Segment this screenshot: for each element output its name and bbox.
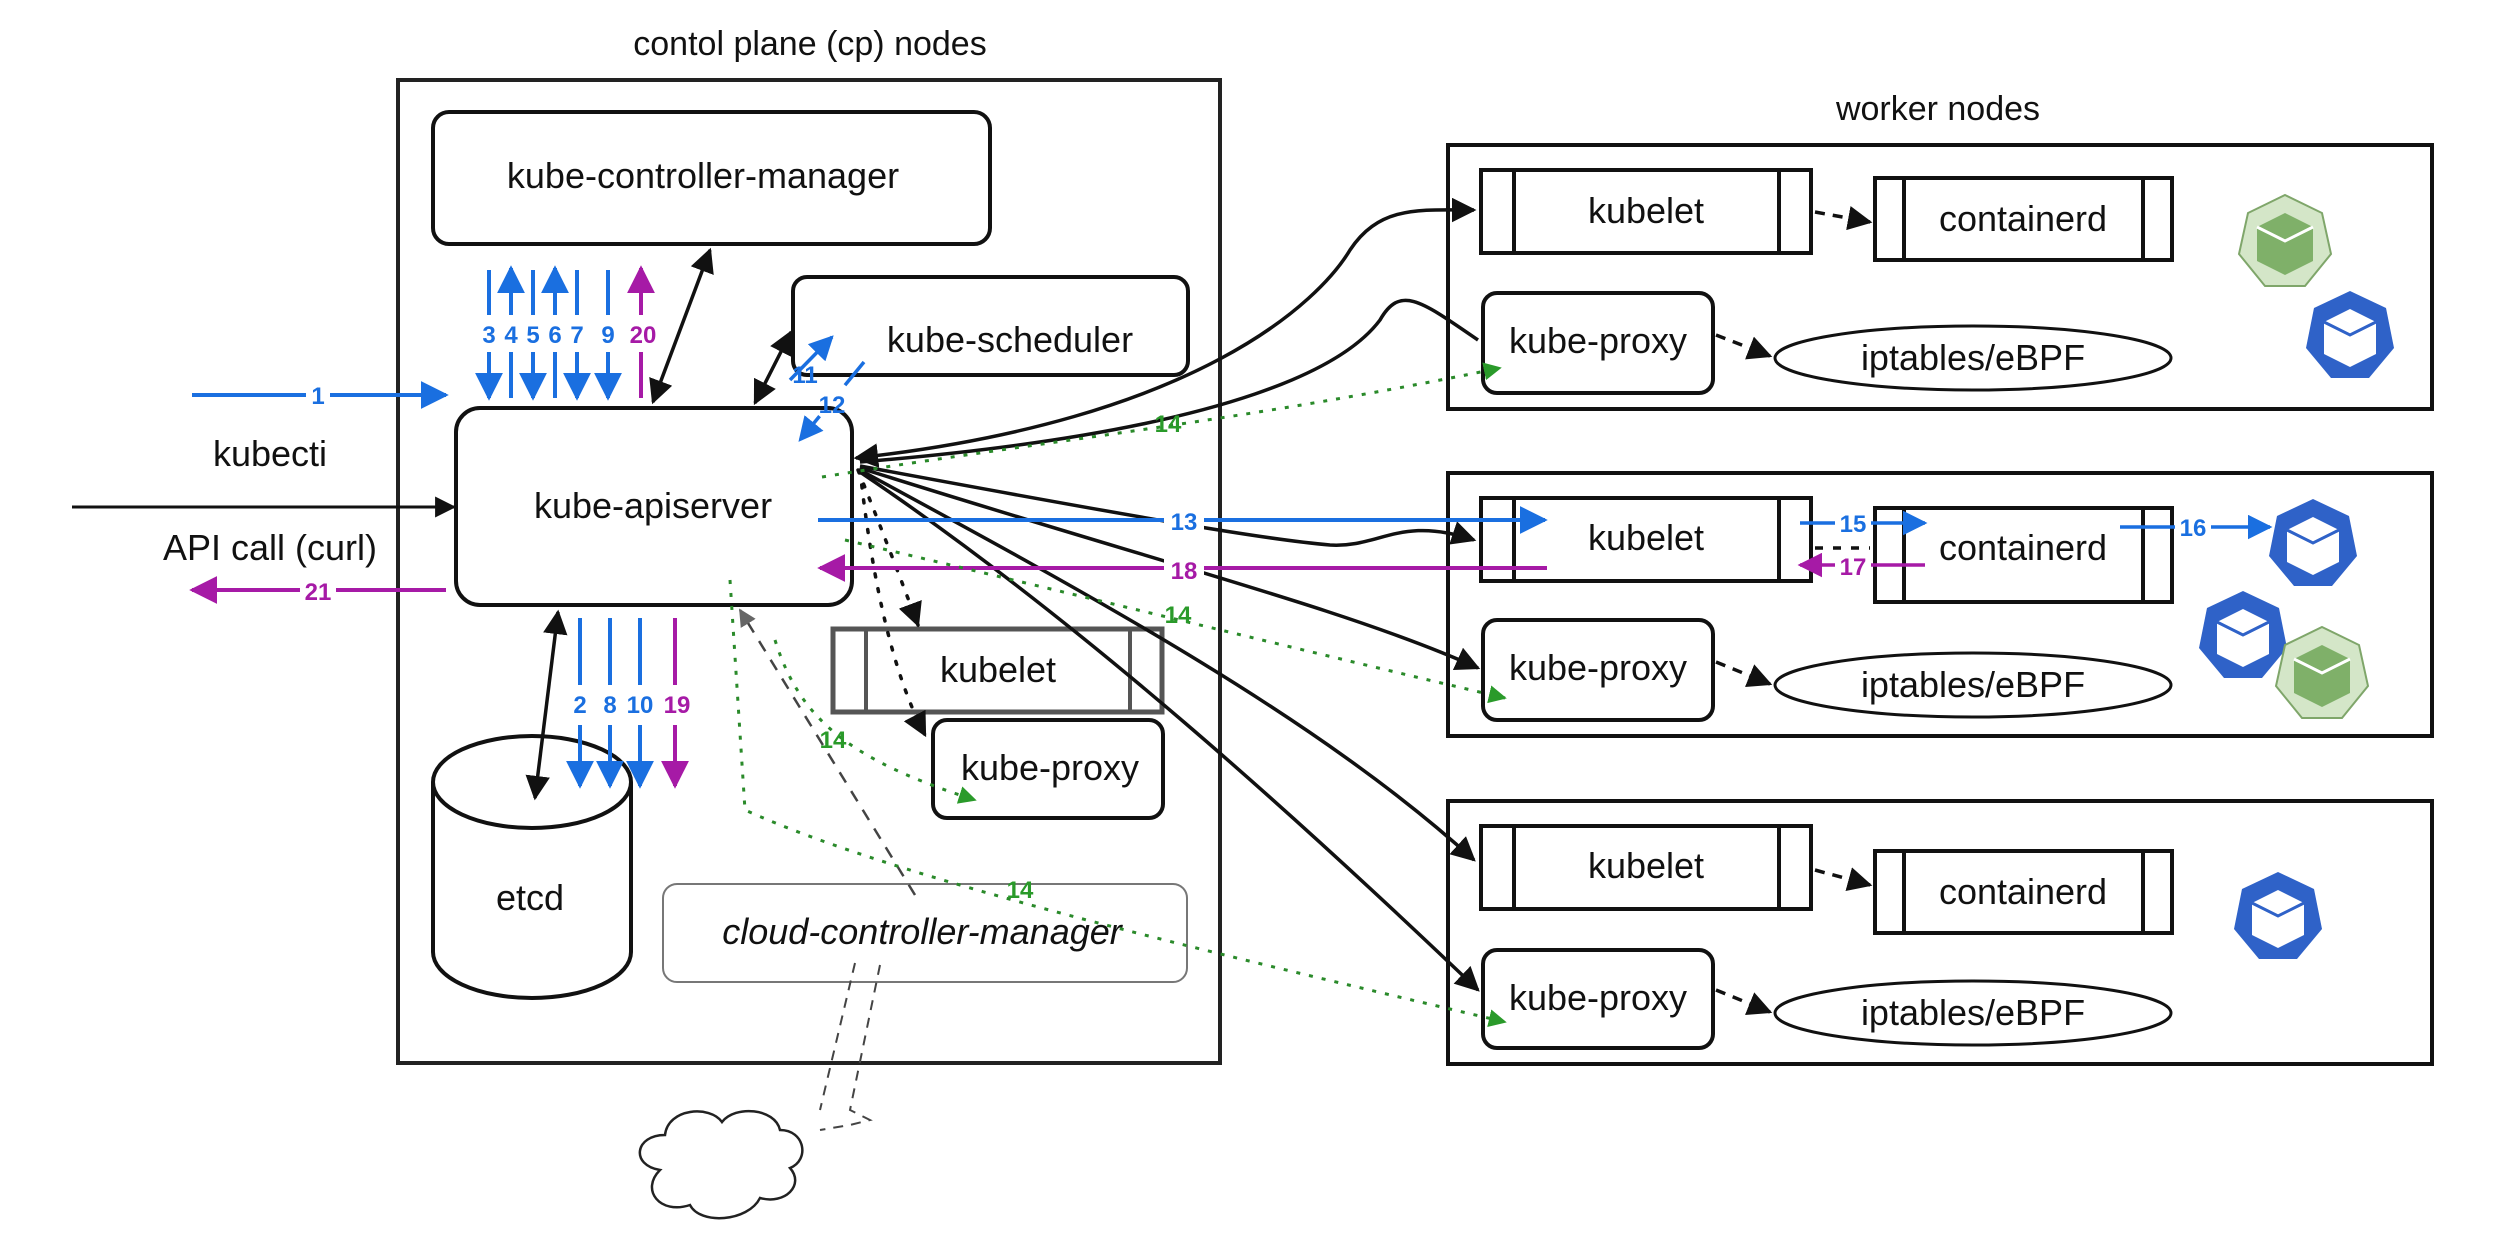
worker-2-proxy-iptables-link [1715,660,1773,688]
worker-1-proxy-iptables-link [1715,333,1773,360]
worker-1-containerd[interactable]: containerd [1873,176,2174,262]
worker-2-iptables-label: iptables/eBPF [1861,664,2085,705]
worker-node-1: kubelet containerd kube-proxy iptables/e… [1446,143,2434,411]
pod-icon-running[interactable] [2306,291,2394,378]
kube-scheduler-label: kube-scheduler [887,319,1133,360]
worker-1-kube-proxy-label: kube-proxy [1509,320,1687,361]
worker-3-containerd-label: containerd [1939,871,2107,912]
worker-1-iptables-label: iptables/eBPF [1861,337,2085,378]
step-14-label: 14 [1165,602,1192,629]
pod-icon-pending[interactable] [2237,193,2333,287]
worker-2-iptables[interactable]: iptables/eBPF [1773,651,2173,719]
cp-kube-proxy-label: kube-proxy [961,747,1139,788]
kubectl-label: kubecti [213,433,327,474]
step-11-arrow [788,335,834,382]
step-20-label: 20 [630,322,657,349]
step-9-label: 9 [601,322,614,349]
worker-3-iptables[interactable]: iptables/eBPF [1773,979,2173,1047]
etcd-database[interactable]: etcd [431,734,633,1000]
worker-1-kubelet[interactable]: kubelet [1479,168,1813,255]
control-plane-title: contol plane (cp) nodes [633,25,986,63]
kcm-apiserver-link [649,247,714,405]
api-call-label: API call (curl) [163,527,377,568]
step-1-label: 1 [311,383,324,410]
worker-3-kubelet-label: kubelet [1588,845,1704,886]
apiserver-worker-links [853,197,1481,992]
step-13-label: 13 [1171,509,1198,536]
kube-scheduler[interactable]: kube-scheduler [791,275,1190,377]
worker-1-kubelet-label: kubelet [1588,190,1704,231]
worker-3-iptables-label: iptables/eBPF [1861,992,2085,1033]
step-12-label: 12 [819,392,846,419]
step-7-label: 7 [570,322,583,349]
step-12-arrow [798,360,866,442]
worker-node-3: kubelet containerd kube-proxy iptables/e… [1446,799,2434,1066]
step-21-label: 21 [305,579,332,606]
step-14-label: 14 [1155,411,1182,438]
worker-1-containerd-label: containerd [1939,198,2107,239]
pod-icon-running[interactable] [2199,591,2287,678]
worker-1-kubelet-containerd-link [1814,206,1873,231]
worker-3-containerd[interactable]: containerd [1873,849,2174,935]
worker-2-kube-proxy-label: kube-proxy [1509,647,1687,688]
pod-icon-running[interactable] [2269,499,2357,586]
kube-controller-manager-label: kube-controller-manager [507,155,899,196]
ccm-apiserver-link [738,608,917,896]
step-16-label: 16 [2180,515,2207,542]
step-6-label: 6 [548,322,561,349]
worker-3-kubelet[interactable]: kubelet [1479,824,1813,911]
worker-3-kube-proxy[interactable]: kube-proxy [1481,948,1715,1050]
cloud-link-dashed [819,962,881,1131]
cloud-provider-icon [638,1109,804,1220]
step-2-label: 2 [573,692,586,719]
step-10-label: 10 [627,692,654,719]
pod-icon-pending[interactable] [2274,625,2370,719]
worker-2-kube-proxy[interactable]: kube-proxy [1481,618,1715,722]
pod-icon-running[interactable] [2234,872,2322,959]
apiserver-cp-kubelet-link [856,468,922,628]
step-17-label: 17 [1840,554,1867,581]
worker-3-proxy-iptables-link [1715,988,1773,1016]
step-15-label: 15 [1840,511,1867,538]
step-11-label: 11 [792,362,817,389]
apiserver-etcd-link [525,609,568,801]
controller-steps-group [475,265,655,401]
scheduler-apiserver-link [753,329,793,406]
step-14-label: 14 [820,727,847,754]
step-19-label: 19 [664,692,691,719]
control-plane-node-box [396,78,1222,1065]
step-14-label: 14 [1007,877,1034,904]
kube-controller-manager[interactable]: kube-controller-manager [431,110,992,246]
step-18-label: 18 [1171,558,1198,585]
kube-apiserver-label: kube-apiserver [534,485,772,526]
step-5-label: 5 [526,322,539,349]
worker-1-iptables[interactable]: iptables/eBPF [1773,324,2173,392]
worker-2-containerd-label: containerd [1939,527,2107,568]
worker-node-2: kubelet containerd kube-proxy iptables/e… [1446,471,2434,738]
cloud-controller-manager[interactable]: cloud-controller-manager [662,883,1188,983]
worker-3-kube-proxy-label: kube-proxy [1509,977,1687,1018]
worker-1-kube-proxy[interactable]: kube-proxy [1481,291,1715,395]
etcd-steps-group [566,618,689,789]
etcd-label: etcd [496,877,564,918]
apiserver-cp-proxy-link [858,468,927,738]
cloud-controller-manager-label: cloud-controller-manager [722,911,1124,952]
step-3-label: 3 [482,322,495,349]
step-14-links [728,362,1507,1028]
step-4-label: 4 [504,322,518,349]
cp-kubelet[interactable]: kubelet [830,626,1165,715]
worker-3-kubelet-containerd-link [1814,867,1873,892]
kube-apiserver[interactable]: kube-apiserver [454,406,854,607]
step-8-label: 8 [603,692,616,719]
cp-kube-proxy[interactable]: kube-proxy [931,718,1165,820]
cp-kubelet-label: kubelet [940,649,1056,690]
worker-2-kubelet-label: kubelet [1588,517,1704,558]
worker-nodes-title: worker nodes [1835,90,2040,128]
